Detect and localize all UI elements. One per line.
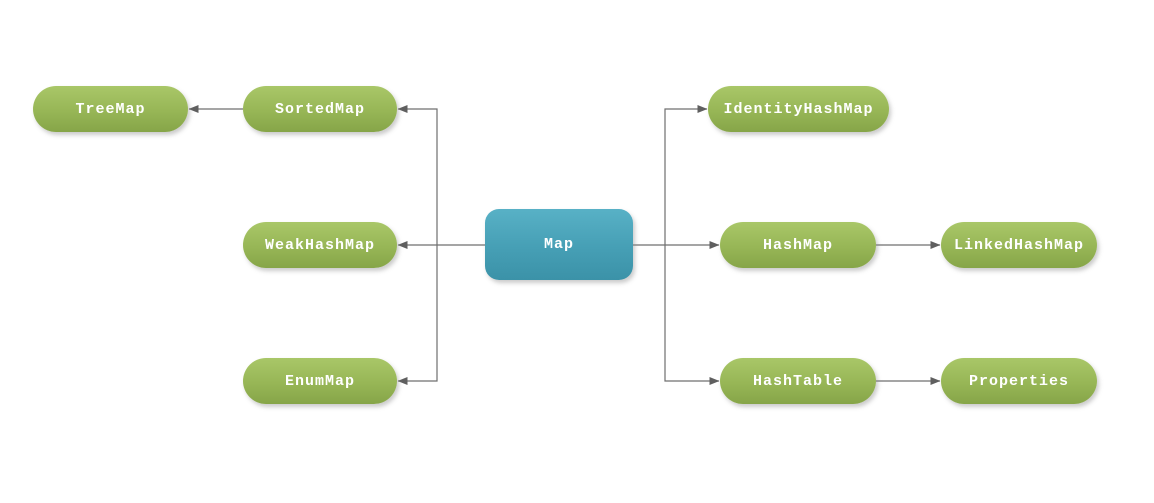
node-identityhashmap: IdentityHashMap: [708, 86, 889, 132]
node-label: TreeMap: [75, 100, 146, 118]
node-enummap: EnumMap: [243, 358, 397, 404]
node-weakhashmap: WeakHashMap: [243, 222, 397, 268]
node-sortedmap: SortedMap: [243, 86, 397, 132]
edge-map-enummap: [397, 245, 438, 385]
node-treemap: TreeMap: [33, 86, 188, 132]
edge-map-hashtable: [664, 245, 720, 385]
edge-map-sortedmap: [397, 105, 438, 245]
node-linkedhashmap: LinkedHashMap: [941, 222, 1097, 268]
node-label: Map: [543, 236, 574, 253]
node-label: HashMap: [762, 236, 833, 254]
node-label: IdentityHashMap: [723, 100, 874, 118]
node-properties: Properties: [941, 358, 1097, 404]
node-hashmap: HashMap: [720, 222, 876, 268]
edge-map-identityhashmap: [664, 105, 708, 245]
node-map: Map: [485, 209, 633, 280]
node-label: LinkedHashMap: [953, 236, 1085, 254]
node-label: EnumMap: [284, 372, 355, 390]
node-hashtable: HashTable: [720, 358, 876, 404]
node-label: WeakHashMap: [264, 236, 376, 254]
node-label: SortedMap: [274, 100, 365, 118]
node-label: Properties: [968, 372, 1069, 390]
node-label: HashTable: [752, 372, 843, 390]
